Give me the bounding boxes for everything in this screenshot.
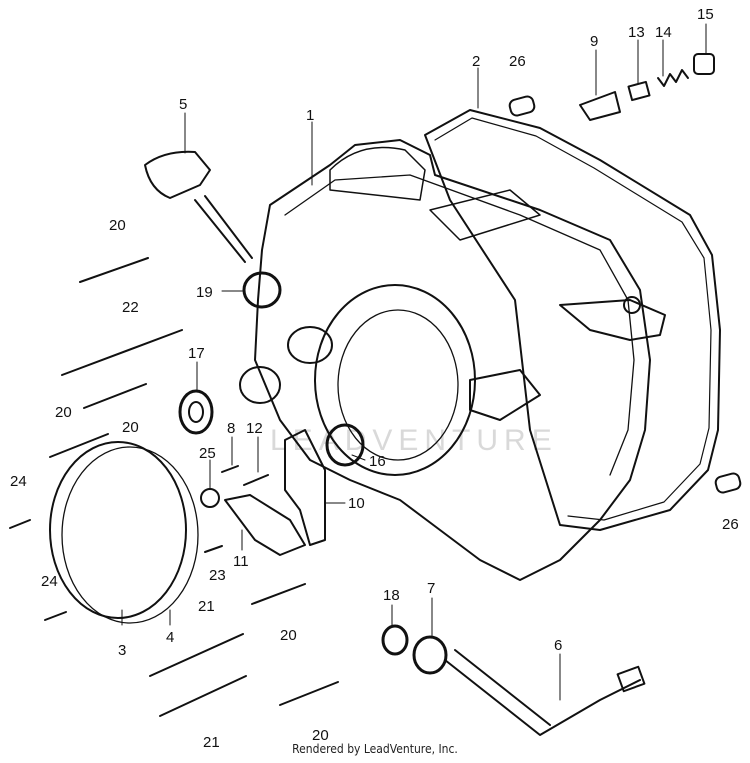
dowel-26-top: [508, 95, 536, 117]
callout-24-a: 24: [10, 473, 27, 490]
screw-20-b: [83, 383, 147, 409]
callout-1: 1: [306, 107, 314, 124]
cover-arm-bolt: [623, 296, 641, 314]
callout-26-a: 26: [509, 53, 526, 70]
watermark: LEADVENTURE: [270, 424, 558, 457]
screw-21-b: [159, 675, 247, 717]
screw-20-a: [79, 257, 149, 283]
spring-14: [657, 69, 689, 87]
spacer-13: [627, 80, 651, 102]
screw-20-d: [251, 583, 306, 605]
callout-12: 12: [246, 420, 263, 437]
screw-8: [221, 465, 239, 473]
point-cover: [49, 441, 187, 619]
o-ring-19: [242, 271, 282, 309]
screw-21-a: [149, 633, 244, 677]
oil-seal-17-inner: [188, 401, 204, 423]
callout-17: 17: [188, 345, 205, 362]
cover-lever-boss: [469, 369, 541, 421]
callout-20-b: 20: [122, 419, 139, 436]
callout-7: 7: [427, 580, 435, 597]
callout-21-b: 21: [203, 734, 220, 751]
callout-24-b: 24: [41, 573, 58, 590]
port-lower: [239, 366, 281, 404]
callout-20-a: 20: [109, 217, 126, 234]
callout-20-e: 20: [312, 727, 329, 744]
screw-20-e: [279, 681, 339, 706]
callout-26-b: 26: [722, 516, 739, 533]
screw-22: [61, 329, 183, 376]
callout-10: 10: [348, 495, 365, 512]
screw-12: [243, 474, 269, 486]
cover-arm: [559, 299, 666, 341]
callout-8: 8: [227, 420, 235, 437]
dipstick: [194, 195, 253, 263]
callout-20-d: 20: [280, 627, 297, 644]
callout-18: 18: [383, 587, 400, 604]
callout-3: 3: [118, 642, 126, 659]
bracket-10: [284, 429, 326, 546]
bolt-9: [579, 91, 621, 121]
callout-21-a: 21: [198, 598, 215, 615]
o-ring-18: [381, 624, 409, 656]
callout-2: 2: [472, 53, 480, 70]
callout-14: 14: [655, 24, 672, 41]
screw-23: [204, 545, 223, 553]
callout-9: 9: [590, 33, 598, 50]
callout-11: 11: [233, 553, 249, 570]
callout-23: 23: [209, 567, 226, 584]
crankcase-cover: [254, 139, 651, 581]
callout-19: 19: [196, 284, 213, 301]
oil-filler-cap: [144, 150, 211, 199]
callout-25: 25: [199, 445, 216, 462]
gasket: [424, 109, 721, 531]
callout-20-c: 20: [55, 404, 72, 421]
dowel-26-right: [714, 472, 742, 494]
callout-labels: 1 2 3 4 5 6 7 8 9 10 11 12 13 14 15 16 1…: [10, 6, 739, 751]
shaft-6: [444, 649, 641, 736]
washer-25: [200, 488, 220, 508]
point-cover-gasket: [61, 446, 199, 624]
cover-rim: [284, 174, 635, 476]
credit-line: Rendered by LeadVenture, Inc.: [292, 742, 458, 756]
callout-22: 22: [122, 299, 139, 316]
shaft-6-clamp: [616, 665, 646, 693]
callout-16: 16: [369, 453, 386, 470]
leader-lines: [121, 23, 707, 701]
gasket-inner: [434, 117, 712, 521]
callout-13: 13: [628, 24, 645, 41]
screw-24-b: [44, 611, 67, 621]
callout-5: 5: [179, 96, 187, 113]
cover-boss: [329, 146, 426, 201]
cap-nut-15: [693, 53, 715, 75]
screw-20-c: [49, 433, 109, 458]
screw-24-a: [9, 519, 31, 529]
callout-6: 6: [554, 637, 562, 654]
plate-11: [224, 494, 306, 556]
cover-rib: [429, 189, 541, 241]
oil-seal-16: [325, 423, 365, 467]
cover-opening-inner: [337, 309, 459, 461]
port-upper: [287, 326, 333, 364]
spring-7: [412, 635, 448, 675]
oil-seal-17: [178, 389, 214, 435]
callout-15: 15: [697, 6, 714, 23]
callout-4: 4: [166, 629, 174, 646]
